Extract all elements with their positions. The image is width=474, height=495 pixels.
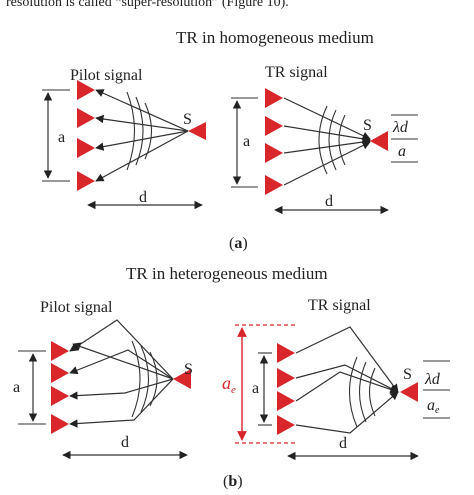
array-element xyxy=(77,171,95,191)
panel-b-pilot-rays xyxy=(69,319,174,428)
panel-a: TR in homogeneous medium Pilot signal TR… xyxy=(42,28,418,252)
panel-b-tr-wavefronts xyxy=(349,356,376,428)
panel-a-tr-wavefronts xyxy=(318,105,346,175)
panel-b-aperture-left: a xyxy=(13,379,20,396)
panel-b-wavefronts xyxy=(131,340,158,418)
panel-b-source-left: S xyxy=(184,361,193,378)
panel-b-pilot-label: Pilot signal xyxy=(40,299,113,316)
source-element xyxy=(173,369,191,389)
array-element xyxy=(265,116,283,136)
panel-b-caption: (b) xyxy=(223,473,243,490)
array-element xyxy=(51,386,69,406)
array-element xyxy=(265,88,283,108)
panel-a-wavefronts xyxy=(126,91,153,171)
source-element xyxy=(188,122,206,140)
array-element xyxy=(277,368,295,388)
array-element xyxy=(265,143,283,163)
array-element xyxy=(277,343,295,363)
panel-a-source-left: S xyxy=(183,111,192,128)
panel-b-left-array xyxy=(51,341,69,434)
header-text: resolution is called “super-resolution” … xyxy=(6,0,289,10)
panel-a-left-array xyxy=(77,80,95,191)
array-element xyxy=(51,341,69,361)
panel-a-fraction-num: λd xyxy=(392,119,409,136)
panel-b-tr-label: TR signal xyxy=(308,297,371,314)
panel-b-source-right: S xyxy=(403,366,412,383)
panel-a-source-right: S xyxy=(363,117,372,134)
panel-a-tr-rays xyxy=(283,97,371,186)
panel-a-aperture-left: a xyxy=(58,129,65,146)
panel-a-right-array xyxy=(265,88,283,195)
panel-a-tr-label: TR signal xyxy=(265,64,328,81)
panel-a-fraction-den: a xyxy=(398,143,406,160)
panel-b-fraction-den: ae xyxy=(427,397,440,416)
panel-b-title: TR in heterogeneous medium xyxy=(126,264,328,283)
panel-b-fraction-num: λd xyxy=(424,371,441,388)
source-element xyxy=(370,131,388,151)
panel-a-pilot-label: Pilot signal xyxy=(70,67,143,84)
panel-a-caption: (a) xyxy=(229,235,248,252)
array-element xyxy=(277,415,295,435)
array-element xyxy=(277,391,295,411)
panel-b-aperture-right: a xyxy=(252,380,259,397)
panel-b-tr-rays xyxy=(295,326,399,434)
panel-a-distance-right: d xyxy=(325,193,333,210)
panel-b-effective-aperture: ae xyxy=(222,373,236,396)
panel-b-distance-left: d xyxy=(121,434,129,451)
array-element xyxy=(265,175,283,195)
panel-b: TR in heterogeneous medium Pilot signal … xyxy=(13,264,450,490)
panel-a-distance-left: d xyxy=(139,189,147,206)
panel-a-title: TR in homogeneous medium xyxy=(176,28,374,47)
array-element xyxy=(77,138,95,158)
array-element xyxy=(51,414,69,434)
array-element xyxy=(77,108,95,128)
array-element xyxy=(51,363,69,383)
panel-b-distance-right: d xyxy=(339,435,347,452)
panel-a-pilot-rays xyxy=(95,89,189,182)
array-element xyxy=(77,80,95,100)
panel-a-aperture-right: a xyxy=(243,133,250,150)
source-element xyxy=(400,382,418,402)
panel-b-right-array xyxy=(277,343,295,435)
